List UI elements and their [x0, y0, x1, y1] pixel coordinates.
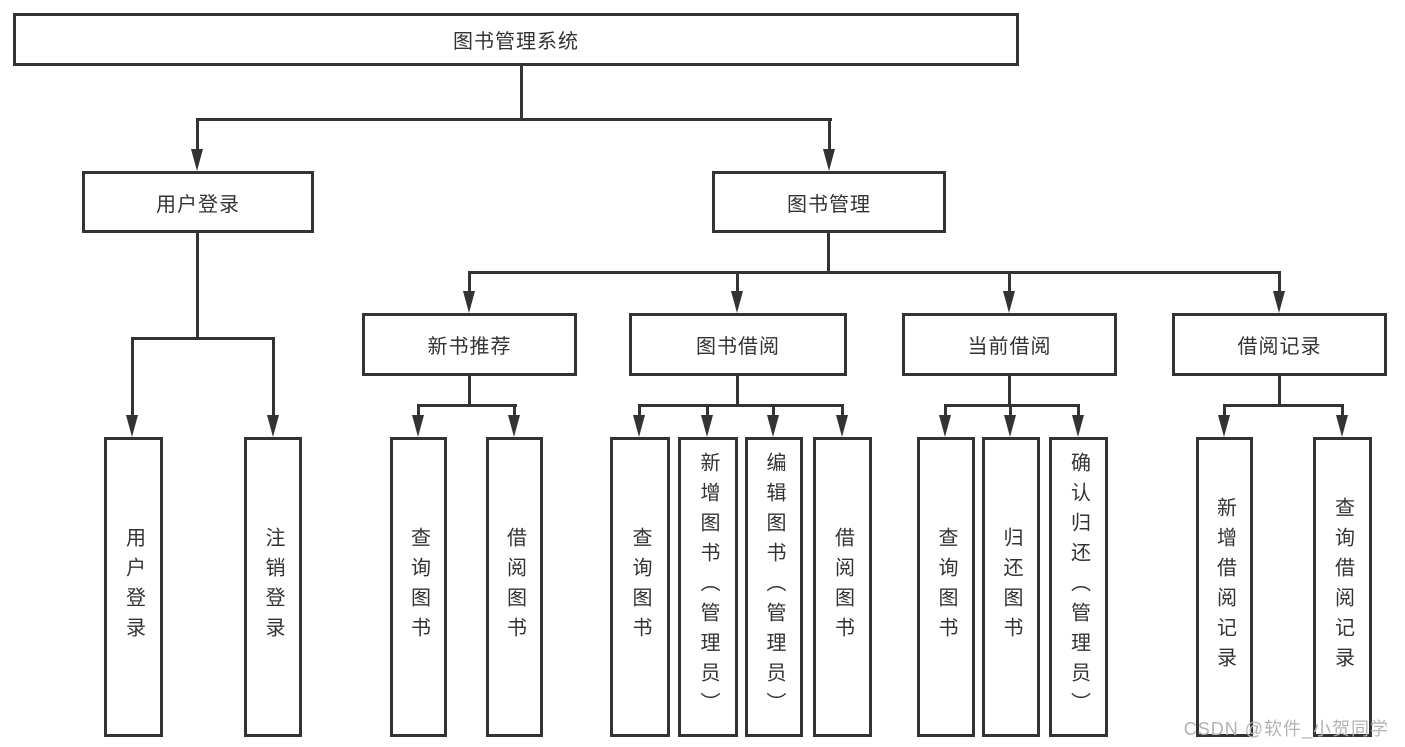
node-book-management-branch-label: 图书管理 — [787, 193, 871, 216]
arrow-down-icon — [508, 415, 520, 437]
leaf-query-books-recommend-label: 查询图书 — [407, 527, 430, 647]
arrow-down-icon — [939, 415, 951, 437]
node-user-login-branch: 用户登录 — [82, 171, 314, 233]
connector-line — [638, 404, 641, 416]
leaf-query-books-current: 查询图书 — [917, 437, 975, 737]
arrow-down-icon — [412, 415, 424, 437]
connector-line — [736, 271, 739, 292]
leaf-query-borrow-record: 查询借阅记录 — [1313, 437, 1372, 737]
connector-line — [196, 233, 199, 337]
arrow-down-icon — [1218, 415, 1230, 437]
connector-line — [513, 404, 516, 416]
leaf-query-books-current-label: 查询图书 — [935, 527, 957, 647]
connector-line — [1077, 404, 1080, 416]
connector-line — [417, 404, 517, 407]
connector-line — [1278, 375, 1281, 404]
connector-line — [706, 404, 709, 416]
leaf-borrow-books-recommend: 借阅图书 — [486, 437, 543, 737]
arrow-down-icon — [1003, 291, 1015, 313]
leaf-add-borrow-record: 新增借阅记录 — [1196, 437, 1253, 737]
connector-line — [1223, 404, 1343, 407]
leaf-user-login-label: 用户登录 — [122, 527, 145, 647]
connector-line — [772, 404, 775, 416]
arrow-down-icon — [701, 415, 713, 437]
arrow-down-icon — [731, 291, 743, 313]
connector-line — [1341, 404, 1344, 416]
leaf-query-books-borrow: 查询图书 — [610, 437, 670, 737]
leaf-logout: 注销登录 — [244, 437, 302, 737]
node-new-book-recommend-label: 新书推荐 — [427, 336, 512, 358]
arrow-down-icon — [1004, 415, 1016, 437]
node-borrow-records-label: 借阅记录 — [1237, 336, 1322, 358]
leaf-edit-books-admin-label: 编辑图书（管理员） — [763, 452, 785, 722]
connector-line — [1009, 404, 1012, 416]
leaf-borrow-books-recommend-label: 借阅图书 — [503, 527, 526, 647]
node-book-borrow: 图书借阅 — [629, 313, 847, 376]
arrow-down-icon — [1072, 415, 1084, 437]
arrow-down-icon — [633, 415, 645, 437]
connector-line — [468, 375, 471, 404]
leaf-add-borrow-record-label: 新增借阅记录 — [1213, 497, 1236, 677]
arrow-down-icon — [1273, 291, 1285, 313]
node-root: 图书管理系统 — [13, 13, 1019, 66]
connector-line — [638, 404, 843, 407]
arrow-down-icon — [1336, 415, 1348, 437]
leaf-add-books-admin-label: 新增图书（管理员） — [697, 452, 719, 722]
node-user-login-branch-label: 用户登录 — [156, 193, 240, 216]
leaf-query-books-borrow-label: 查询图书 — [629, 527, 651, 647]
arrow-down-icon — [836, 415, 848, 437]
node-book-borrow-label: 图书借阅 — [696, 336, 780, 358]
leaf-logout-label: 注销登录 — [262, 527, 284, 647]
arrow-down-icon — [191, 149, 203, 171]
arrow-down-icon — [126, 415, 138, 437]
arrow-down-icon — [823, 149, 835, 171]
arrow-down-icon — [767, 415, 779, 437]
arrow-down-icon — [463, 291, 475, 313]
leaf-query-borrow-record-label: 查询借阅记录 — [1331, 497, 1354, 677]
leaf-return-books-label: 归还图书 — [1000, 527, 1022, 647]
connector-line — [197, 118, 832, 121]
node-current-borrow: 当前借阅 — [902, 313, 1117, 376]
connector-line — [944, 404, 947, 416]
connector-line — [736, 375, 739, 404]
leaf-confirm-return-admin: 确认归还（管理员） — [1049, 437, 1108, 737]
node-book-management-branch: 图书管理 — [712, 171, 946, 233]
connector-line — [196, 118, 199, 151]
arrow-down-icon — [267, 415, 279, 437]
leaf-borrow-books-borrow: 借阅图书 — [813, 437, 872, 737]
leaf-return-books: 归还图书 — [982, 437, 1040, 737]
leaf-confirm-return-admin-label: 确认归还（管理员） — [1067, 452, 1090, 722]
csdn-watermark: CSDN @软件_小贺同学 — [1183, 719, 1389, 739]
connector-line — [272, 337, 275, 417]
leaf-add-books-admin: 新增图书（管理员） — [678, 437, 738, 737]
connector-line — [131, 337, 274, 340]
connector-line — [827, 232, 830, 271]
connector-line — [1223, 404, 1226, 416]
connector-line — [468, 271, 471, 292]
node-current-borrow-label: 当前借阅 — [967, 336, 1052, 358]
connector-line — [1278, 271, 1281, 292]
leaf-query-books-recommend: 查询图书 — [390, 437, 447, 737]
leaf-edit-books-admin: 编辑图书（管理员） — [745, 437, 803, 737]
connector-line — [841, 404, 844, 416]
node-root-label: 图书管理系统 — [453, 31, 579, 53]
connector-line — [1008, 375, 1011, 404]
connector-line — [131, 337, 134, 417]
node-borrow-records: 借阅记录 — [1172, 313, 1387, 376]
leaf-user-login: 用户登录 — [104, 437, 163, 737]
connector-line — [1008, 271, 1011, 292]
connector-line — [468, 271, 1281, 274]
leaf-borrow-books-borrow-label: 借阅图书 — [831, 527, 854, 647]
connector-line — [828, 118, 831, 151]
connector-line — [417, 404, 420, 416]
connector-line — [520, 66, 523, 118]
node-new-book-recommend: 新书推荐 — [362, 313, 577, 376]
